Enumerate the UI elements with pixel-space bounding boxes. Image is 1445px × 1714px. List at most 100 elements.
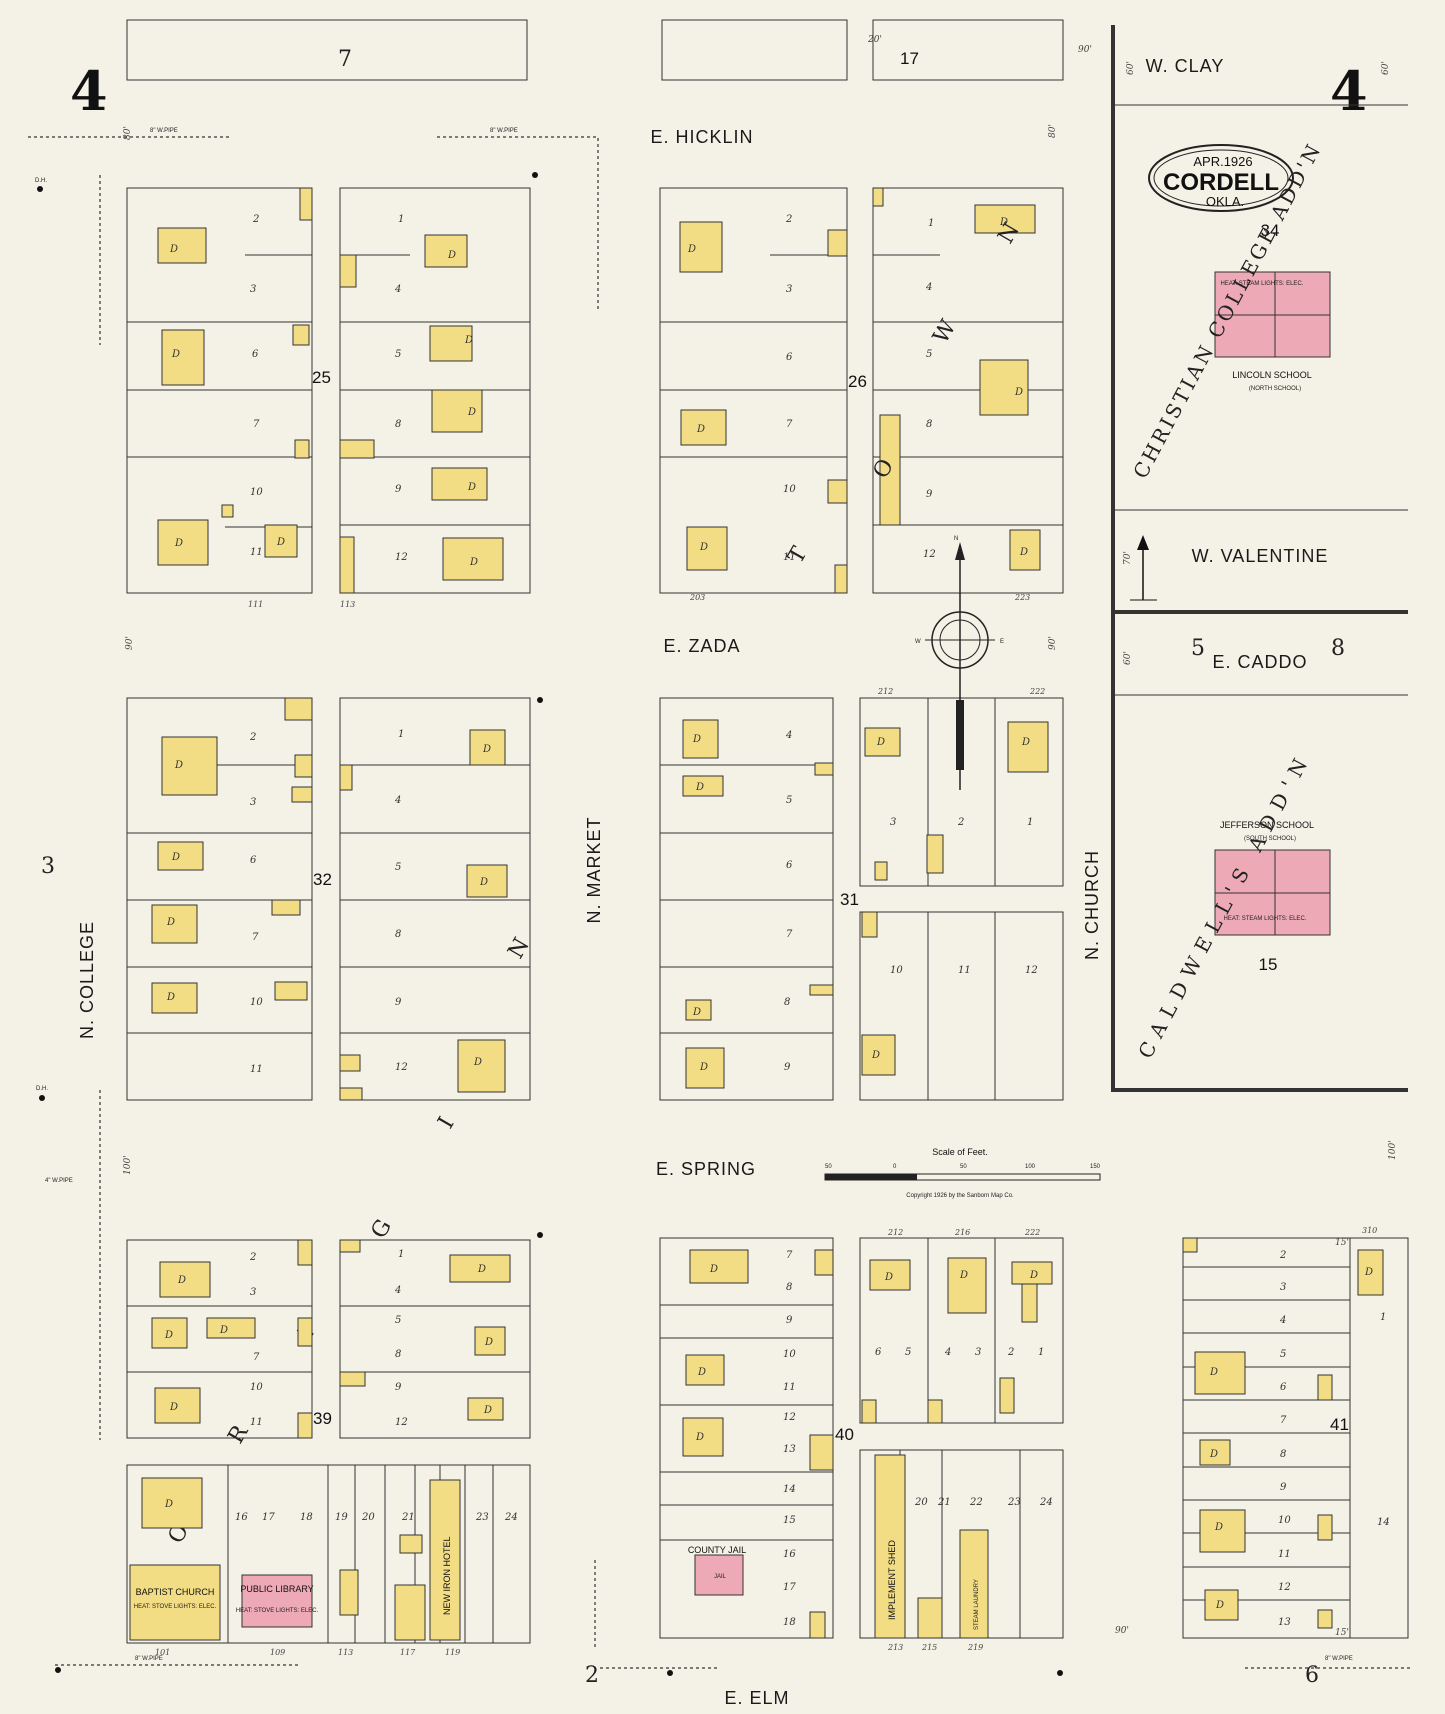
- dwelling: [157, 227, 207, 264]
- dwelling-label: D: [473, 1057, 482, 1068]
- jefferson-school-label: JEFFERSON SCHOOL: [1220, 820, 1314, 830]
- outbuilding: [294, 754, 313, 778]
- sheet-number-right: 4: [1330, 59, 1368, 123]
- dwelling: [1009, 529, 1041, 571]
- lot-number: 3: [975, 1347, 981, 1358]
- lot-number: 17: [262, 1512, 275, 1523]
- dwelling-label: D: [687, 244, 696, 255]
- dwelling-label: D: [166, 992, 175, 1003]
- lot-number: 12: [1278, 1582, 1291, 1593]
- lot-number: 6: [875, 1347, 882, 1358]
- lot-number: 11: [250, 547, 263, 558]
- lot-number: 12: [1025, 965, 1038, 976]
- street-n-church: N. CHURCH: [1082, 850, 1102, 960]
- width-label: 90': [125, 636, 135, 650]
- dwelling: [474, 1326, 506, 1356]
- public-library-note: HEAT: STOVE LIGHTS: ELEC.: [236, 1608, 319, 1614]
- lot-number: 24: [504, 1512, 518, 1523]
- dwelling-label: D: [469, 557, 478, 568]
- lot-number: 6: [252, 349, 259, 360]
- lot-number: 3: [250, 797, 256, 808]
- address: 222: [1029, 687, 1045, 696]
- new-iron-hotel-label: NEW IRON HOTEL: [442, 1536, 452, 1615]
- lot-number: 6: [250, 855, 257, 866]
- dwelling-label: D: [696, 424, 705, 435]
- block-outline: [859, 1237, 1064, 1424]
- lot-number: 1: [398, 1249, 404, 1260]
- lot-number: 3: [1280, 1282, 1286, 1293]
- implement-shed-label: IMPLEMENT SHED: [887, 1540, 897, 1620]
- outbuilding: [827, 229, 848, 257]
- lot-number: 2: [957, 817, 964, 828]
- lot-number: 10: [890, 965, 903, 976]
- outbuilding: [394, 1584, 426, 1641]
- dwelling: [1204, 1589, 1239, 1621]
- lot-number: 10: [250, 487, 263, 498]
- address: 113: [340, 600, 355, 609]
- lot-number: 12: [395, 552, 408, 563]
- outbuilding: [1317, 1609, 1333, 1629]
- dwelling-label: D: [1209, 1367, 1218, 1378]
- block-number: 34: [1261, 221, 1280, 240]
- outbuilding: [339, 254, 357, 288]
- jefferson-school-sub: (SOUTH SCHOOL): [1244, 836, 1296, 842]
- dwelling: [431, 467, 488, 501]
- outbuilding: [399, 1534, 423, 1554]
- address: 213: [887, 1643, 903, 1652]
- block-40: 40 D D D COUNTY JAIL JAIL D D D IMPLEMEN…: [659, 1228, 1064, 1652]
- scale-tick: 150: [1090, 1164, 1101, 1170]
- block-31: 31 D D D D D D D 4 5 6 7 8 9 3 2 1 10 11…: [659, 687, 1064, 1101]
- block-41: 41 D D D D D 2 3 4 5 6 7 8 9 10 11 12 13…: [1182, 1226, 1409, 1639]
- lot-number: 12: [783, 1412, 796, 1423]
- lot-number: 4: [394, 284, 401, 295]
- scale-tick: 50: [825, 1164, 832, 1170]
- dwelling-label: D: [1215, 1600, 1224, 1611]
- dwelling: [157, 519, 209, 566]
- dwelling: [424, 234, 468, 268]
- outbuilding: [874, 861, 888, 881]
- outbuilding: [297, 1412, 313, 1439]
- block-outline: [339, 1239, 531, 1439]
- dwelling-label: D: [871, 1050, 880, 1061]
- scale-tick: 0: [893, 1164, 897, 1170]
- outbuilding: [927, 1399, 943, 1424]
- lot-number: 16: [783, 1549, 796, 1560]
- lot-number: 7: [252, 932, 259, 943]
- baptist-church-note: HEAT: STOVE LIGHTS: ELEC.: [134, 1604, 217, 1610]
- dwelling: [1199, 1439, 1231, 1466]
- dwelling-label: D: [697, 1367, 706, 1378]
- lot-number: 22: [969, 1497, 983, 1508]
- lot-number: 7: [1280, 1415, 1287, 1426]
- address: 219: [967, 1643, 983, 1652]
- title-ellipse: [1148, 144, 1294, 212]
- lot-number: 4: [925, 282, 932, 293]
- block-outline: [859, 911, 1064, 1101]
- dwelling: [974, 204, 1036, 234]
- block-outline: [1182, 1237, 1409, 1639]
- pipe-label: 8" W.PIPE: [490, 128, 518, 134]
- width-label: 60': [1126, 61, 1136, 75]
- fire-hydrant: [537, 1232, 543, 1238]
- outbuilding: [291, 786, 313, 803]
- lot-number: 1: [398, 214, 404, 225]
- dwelling: [979, 359, 1029, 416]
- lot-number: 8: [784, 997, 790, 1008]
- lot-number: 18: [783, 1617, 796, 1628]
- copyright: Copyright 1926 by the Sanborn Map Co.: [906, 1193, 1014, 1199]
- lot-number: 11: [958, 965, 971, 976]
- dwelling: [679, 221, 723, 273]
- dwelling: [682, 1417, 724, 1457]
- lot-number: 7: [253, 1352, 260, 1363]
- outbuilding: [1317, 1514, 1333, 1541]
- dwelling: [682, 775, 724, 797]
- lot-number: 11: [250, 1417, 263, 1428]
- outbuilding: [274, 981, 308, 1001]
- lot-number: 1: [1380, 1312, 1386, 1323]
- outbuilding: [339, 439, 375, 459]
- compass-w: W: [915, 639, 921, 645]
- dwelling-label: D: [467, 407, 476, 418]
- width-label: 80': [1048, 124, 1058, 138]
- outbuilding: [872, 187, 884, 207]
- outbuilding: [861, 911, 878, 938]
